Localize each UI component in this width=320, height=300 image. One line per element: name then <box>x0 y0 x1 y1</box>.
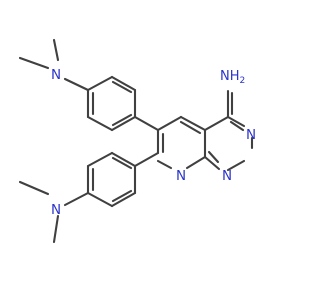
bond <box>156 159 173 170</box>
lower-dimethylaminophenyl-group <box>18 151 137 244</box>
amine-subscript: 2 <box>240 76 246 86</box>
bond <box>203 155 221 171</box>
bond <box>229 120 245 132</box>
bond <box>111 156 133 170</box>
structure-canvas: N N NH2 N N N <box>18 38 257 244</box>
bond <box>207 150 220 164</box>
bond <box>133 115 160 132</box>
bond <box>52 38 60 62</box>
bond <box>110 191 137 208</box>
atom-label-dimethylamino-top: N <box>51 67 61 83</box>
bond <box>203 115 230 132</box>
bond <box>179 115 207 132</box>
bond <box>111 189 133 203</box>
bond <box>156 115 183 132</box>
bond <box>226 115 246 128</box>
bond <box>111 80 133 94</box>
bond <box>110 75 137 92</box>
atom-label-pyrimidine-n-top: N <box>246 127 256 143</box>
atom-label-dimethylamino-bottom: N <box>51 202 61 218</box>
bond <box>86 151 114 168</box>
atom-label-amine: NH2 <box>220 69 245 86</box>
bond <box>63 191 90 207</box>
bond <box>18 56 50 70</box>
bond <box>52 214 60 244</box>
molecule-diagram: N N NH2 N N N <box>18 38 256 244</box>
aryl-links <box>133 115 160 168</box>
atom-label-pyridine-n: N <box>176 168 186 184</box>
bond <box>133 151 160 168</box>
pyrimidine-ring <box>203 89 254 172</box>
bond <box>18 180 50 196</box>
bond <box>111 113 133 127</box>
bond <box>110 151 137 168</box>
bond <box>110 115 137 132</box>
bond <box>179 120 202 135</box>
bond <box>226 159 246 172</box>
bond <box>63 77 90 92</box>
bond <box>86 191 114 208</box>
bond <box>86 115 114 132</box>
pyridine-ring <box>156 115 207 170</box>
amine-text: NH <box>220 69 240 84</box>
bond <box>185 155 207 170</box>
atom-label-pyrimidine-n-bottom: N <box>222 168 232 184</box>
upper-dimethylaminophenyl-group <box>18 38 137 132</box>
bond <box>86 75 114 92</box>
